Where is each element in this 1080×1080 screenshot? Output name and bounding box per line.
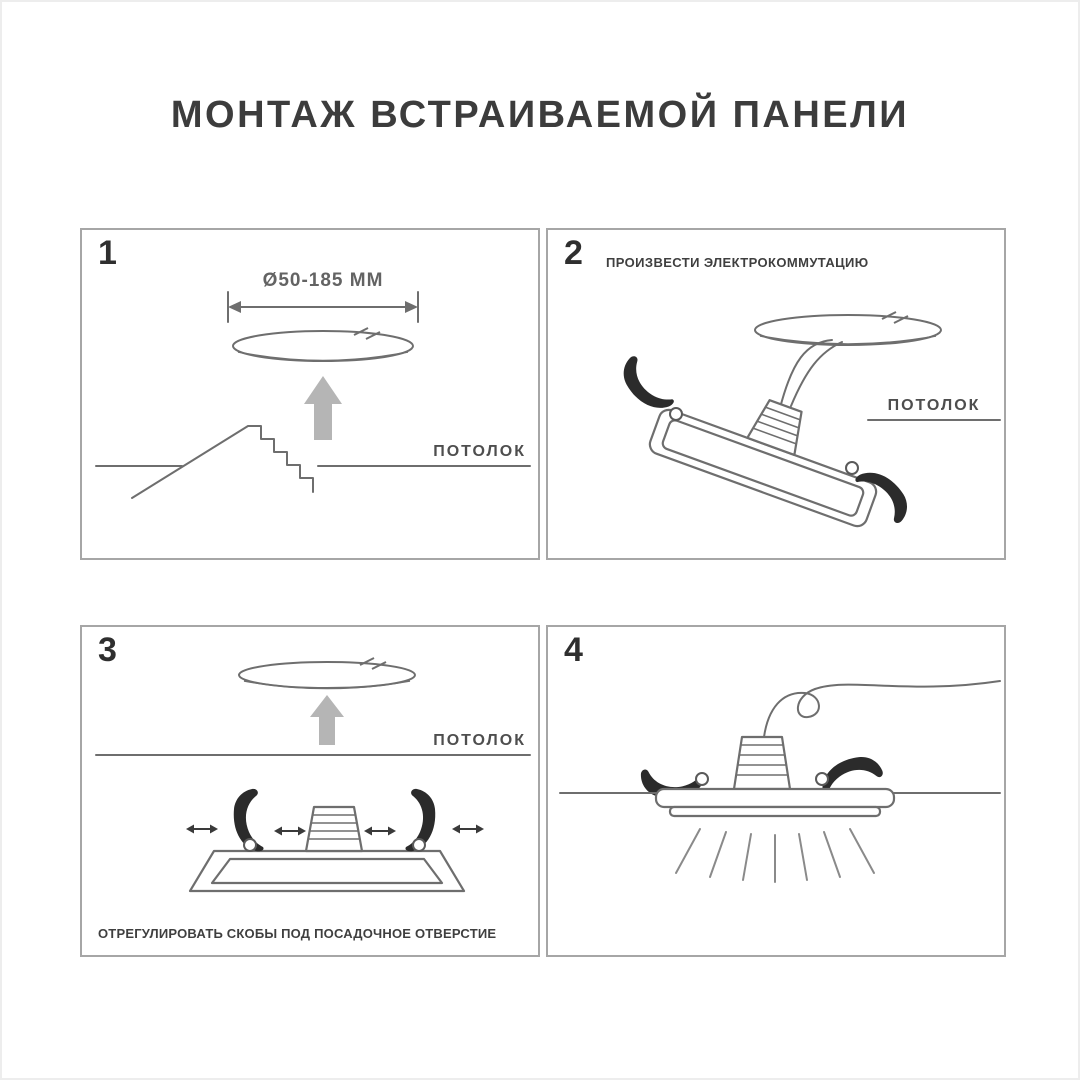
clip-pins: [243, 838, 426, 852]
arrow-up-icon: [304, 376, 342, 440]
panel-disc: [232, 327, 414, 362]
ceiling-label: ПОТОЛОК: [433, 732, 526, 749]
panel-disc: [238, 657, 416, 690]
step-2-caption: ПРОИЗВЕСТИ ЭЛЕКТРОКОММУТАЦИЮ: [606, 255, 869, 270]
terminal-block: [304, 805, 364, 853]
diameter-label: Ø50-185 ММ: [263, 270, 384, 291]
ceiling: ПОТОЛОК: [95, 443, 531, 467]
step-4-panel: 4: [546, 625, 1006, 957]
step-2-number: 2: [564, 234, 583, 272]
wires: [779, 339, 843, 409]
clip-pins: [695, 772, 829, 786]
supply-wire: [763, 680, 1001, 738]
step-1-panel: 1 Ø50-185 ММ ПОТОЛОК: [80, 228, 540, 560]
step-4-number: 4: [564, 631, 583, 669]
panel-body: [188, 805, 466, 893]
step-3-number: 3: [98, 631, 117, 669]
panel-disc: [754, 311, 942, 346]
light-rays: [675, 828, 875, 883]
ceiling: ПОТОЛОК: [867, 397, 1001, 421]
step-1-diagram: Ø50-185 ММ ПОТОЛОК: [95, 270, 531, 499]
step-4-diagram: [559, 680, 1001, 883]
clip-pins: [669, 407, 859, 475]
step-3-panel: 3 ОТРЕГУЛИРОВАТЬ СКОБЫ ПОД ПОСАДОЧНОЕ ОТ…: [80, 625, 540, 957]
step-2-diagram: ПОТОЛОК: [614, 311, 1001, 529]
step-3-caption: ОТРЕГУЛИРОВАТЬ СКОБЫ ПОД ПОСАДОЧНОЕ ОТВЕ…: [98, 926, 497, 941]
ceiling: ПОТОЛОК: [95, 732, 531, 756]
ceiling-label: ПОТОЛОК: [433, 443, 526, 460]
step-3-diagram: ПОТОЛОК: [95, 657, 531, 893]
panel-flange: [654, 787, 896, 818]
page-title: МОНТАЖ ВСТРАИВАЕМОЙ ПАНЕЛИ: [170, 94, 910, 136]
step-2-panel: 2 ПРОИЗВЕСТИ ЭЛЕКТРОКОММУТАЦИЮ ПОТОЛОК: [546, 228, 1006, 560]
terminal-block: [732, 735, 792, 791]
diameter-dimension: Ø50-185 ММ: [227, 270, 419, 323]
step-1-number: 1: [98, 234, 117, 272]
ceiling-label: ПОТОЛОК: [888, 397, 981, 414]
cut-flap: [131, 425, 314, 499]
arrow-up-icon: [310, 695, 344, 745]
tilted-panel: [648, 399, 878, 528]
